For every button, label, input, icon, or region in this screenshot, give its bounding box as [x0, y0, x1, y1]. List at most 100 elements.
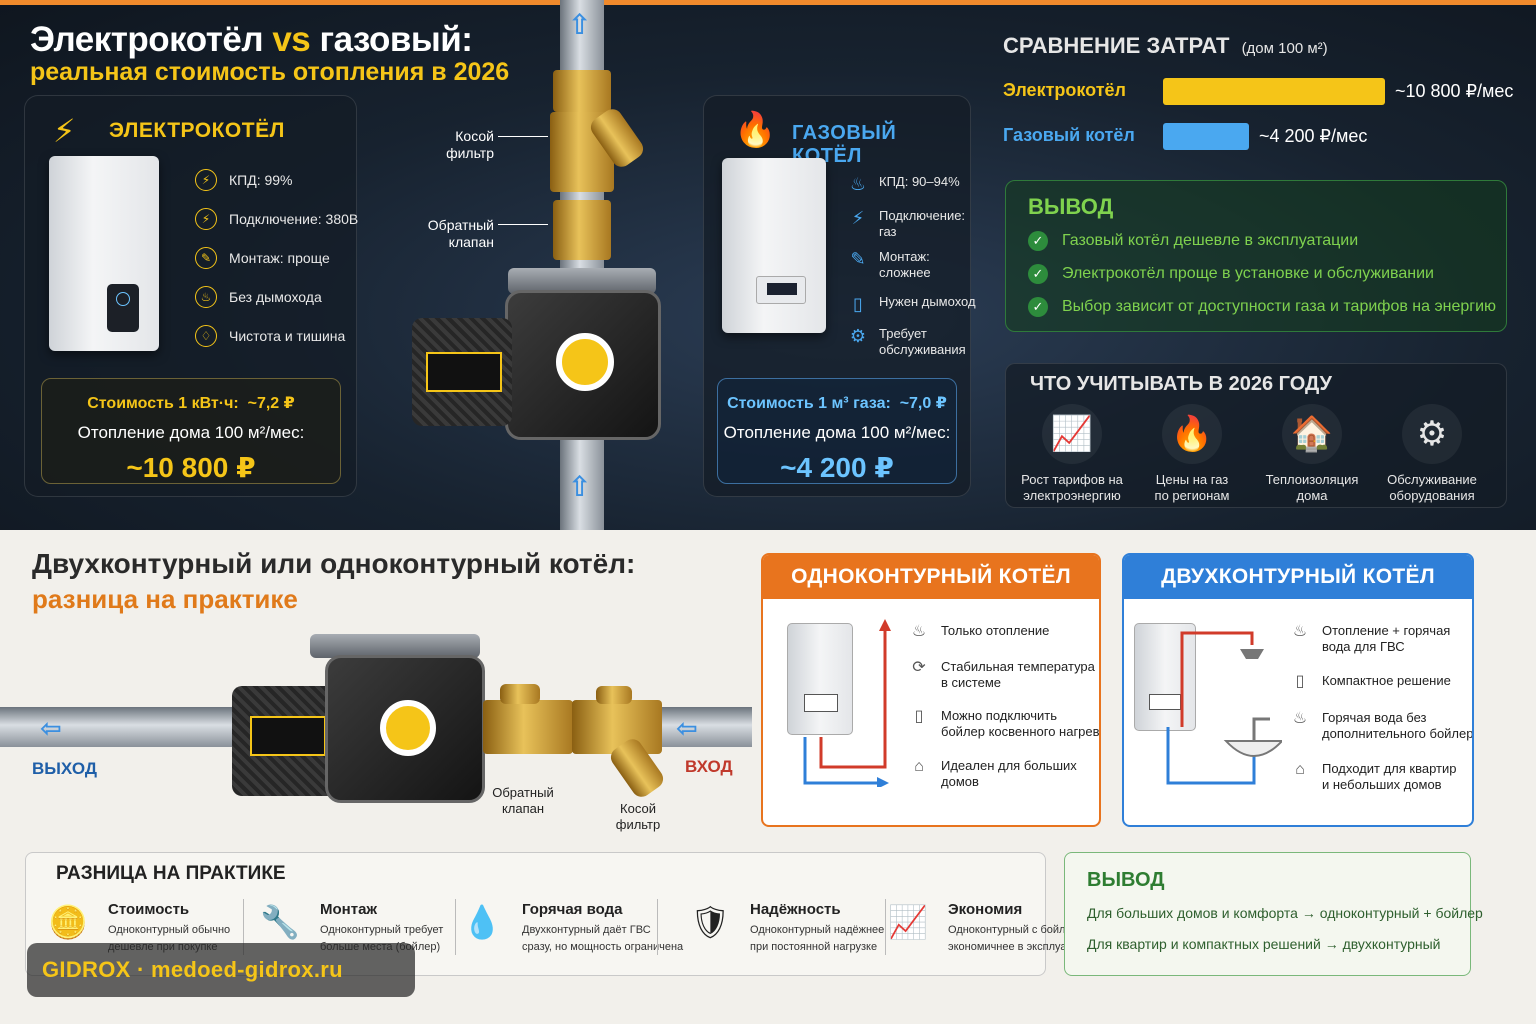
check-valve-body [483, 700, 573, 754]
practice-divider [455, 899, 456, 955]
electric-cost-line: Стоимость 1 кВт·ч: ~7,2 ₽ [42, 393, 340, 413]
single-feature-item: Только отопление [941, 623, 1050, 638]
page-title: Электрокотёл vs газовый: [30, 20, 473, 60]
boiler-icon: ▯ [1295, 673, 1305, 690]
section-title: Двухконтурный или одноконтурный котёл: [32, 548, 636, 579]
accent-bar [0, 0, 1536, 5]
factor-label: Цены на газ по регионам [1154, 472, 1230, 503]
outlet-label: ВЫХОД [32, 759, 97, 778]
flame-icon: ♨ [1292, 623, 1308, 640]
gas-cost-value: ~7,0 ₽ [899, 395, 947, 412]
faucet-icon [1252, 717, 1270, 741]
conclusion-item-text: Газовый котёл дешевле в эксплуатации [1062, 232, 1359, 250]
gas-feature-item: Подключение: газ [879, 208, 966, 239]
title-part-electric: Электрокотёл [30, 20, 264, 59]
practice-divider [243, 899, 244, 955]
gas-feature-item: КПД: 90–94% [879, 174, 960, 189]
factors-title: ЧТО УЧИТЫВАТЬ В 2026 ГОДУ [1030, 373, 1332, 395]
flame-icon: ♨ [911, 623, 927, 640]
practice-item-title: Монтаж [320, 901, 378, 918]
filter-label: Косой фильтр [446, 128, 494, 161]
brass-fitting [553, 70, 611, 112]
bottom-conclusion-title: ВЫВОД [1087, 869, 1165, 891]
flow-up-arrow-icon: ⇧ [568, 471, 592, 502]
comparison-bar [1163, 123, 1249, 150]
electric-feature-item: Чистота и тишина [229, 328, 346, 344]
conclusion-item-text: Электрокотёл проще в установке и обслужи… [1062, 265, 1434, 283]
growth-chart-icon: 📈 [1042, 404, 1102, 464]
electric-cost-label: Стоимость 1 кВт·ч: [87, 395, 239, 412]
electric-feature-item: Подключение: 380В [229, 211, 359, 227]
gas-heating-label: Отопление дома 100 м²/мес: [723, 423, 951, 442]
electric-feature-item: Без дымохода [229, 289, 322, 305]
boiler-icon: ▯ [914, 708, 924, 725]
conclusion-item: ✓Выбор зависит от доступности газа и тар… [1028, 297, 1496, 317]
electric-cost-box: Стоимость 1 кВт·ч: ~7,2 ₽ Отопление дома… [41, 378, 341, 484]
practice-item-text: Одноконтурный надёжнее при постоянной на… [750, 924, 885, 953]
electric-feature-item: КПД: 99% [229, 172, 293, 188]
gas-boiler-image [722, 158, 826, 333]
valve-cap [500, 684, 540, 704]
double-feature-item: Отопление + горячая вода для ГВС [1322, 623, 1451, 654]
house-icon: 🏠 [1282, 404, 1342, 464]
gear-icon: ⚙ [849, 325, 867, 346]
conclusion-title: ВЫВОД [1028, 194, 1114, 219]
double-feature-item: Подходит для квартир и небольших домов [1322, 761, 1457, 792]
pump-speed-dial [556, 333, 614, 391]
comparison-row-value: ~10 800 ₽/мес [1395, 81, 1514, 101]
coins-icon: 🪙 [48, 904, 88, 940]
double-circuit-heading: ДВУХКОНТУРНЫЙ КОТЁЛ [1124, 555, 1472, 599]
shower-head-icon [1240, 649, 1264, 659]
comparison-title: СРАВНЕНИЕ ЗАТРАТ (дом 100 м²) [1003, 33, 1328, 59]
plug-icon: ⚡ [195, 208, 217, 230]
practice-item-title: Горячая вода [522, 901, 623, 918]
practice-divider [657, 899, 658, 955]
hot-water-line [1180, 631, 1254, 727]
electric-card-heading: ЭЛЕКТРОКОТЁЛ [109, 119, 285, 142]
filter-callout-line [498, 136, 548, 137]
single-circuit-card: ОДНОКОНТУРНЫЙ КОТЁЛ ♨Только отопление⟳Ст… [761, 553, 1101, 827]
comparison-bar [1163, 78, 1385, 105]
gas-feature-item: Требует обслуживания [879, 326, 966, 357]
wrench-icon: ✎ [195, 247, 217, 269]
wrench-icon: 🔧 [260, 904, 300, 940]
bottom-conclusion-item: Для квартир и компактных решений → двухк… [1087, 936, 1441, 952]
boiler-control-panel [756, 276, 806, 304]
return-arrow [877, 777, 889, 787]
factor-item: 🔥 Цены на газ по регионам [1132, 404, 1252, 504]
growth-chart-icon: 📈 [888, 904, 928, 940]
practice-divider [885, 899, 886, 955]
pump-warning-label [426, 352, 502, 392]
factor-label: Теплоизоляция дома [1265, 472, 1359, 503]
double-boiler-image [1134, 623, 1196, 731]
pump-mount-plate [508, 268, 656, 294]
efficiency-icon: ⚡ [195, 169, 217, 191]
practice-item-text: Двухконтурный даёт ГВС сразу, но мощност… [522, 924, 684, 953]
factor-item: 📈Рост тарифов на электроэнергию [1012, 404, 1132, 504]
section-subtitle: разница на практике [32, 584, 298, 614]
valve-label: Обратный клапан [427, 217, 494, 250]
flame-icon: 🔥 [1162, 404, 1222, 464]
factor-label: Обслуживание оборудования [1387, 472, 1477, 503]
top-section: Электрокотёл vs газовый: реальная стоимо… [0, 0, 1536, 530]
factor-item: ⚙Обслуживание оборудования [1372, 404, 1492, 504]
single-feature-item: Стабильная температура в системе [941, 659, 1095, 690]
electric-heating-label: Отопление дома 100 м²/мес: [77, 423, 305, 442]
single-feature-item: Можно подключить бойлер косвенного нагре… [941, 708, 1100, 739]
heating-loop-diagram [803, 619, 891, 787]
cycle-icon: ⟳ [912, 659, 926, 676]
valve-callout-line [498, 224, 548, 225]
chimney-icon: ▯ [853, 293, 863, 314]
comparison-title-text: СРАВНЕНИЕ ЗАТРАТ [1003, 33, 1230, 58]
hot-water-loop-diagram [1166, 631, 1282, 785]
comparison-row-label: Газовый котёл [1003, 125, 1135, 145]
gas-feature-item: Нужен дымоход [879, 294, 976, 309]
return-line [803, 737, 883, 785]
plug-icon: ⚡ [851, 207, 865, 228]
practice-title: РАЗНИЦА НА ПРАКТИКЕ [56, 863, 286, 884]
comparison-subtitle: (дом 100 м²) [1241, 40, 1328, 57]
double-feature-item: Горячая вода без дополнительного бойлера [1322, 710, 1474, 741]
